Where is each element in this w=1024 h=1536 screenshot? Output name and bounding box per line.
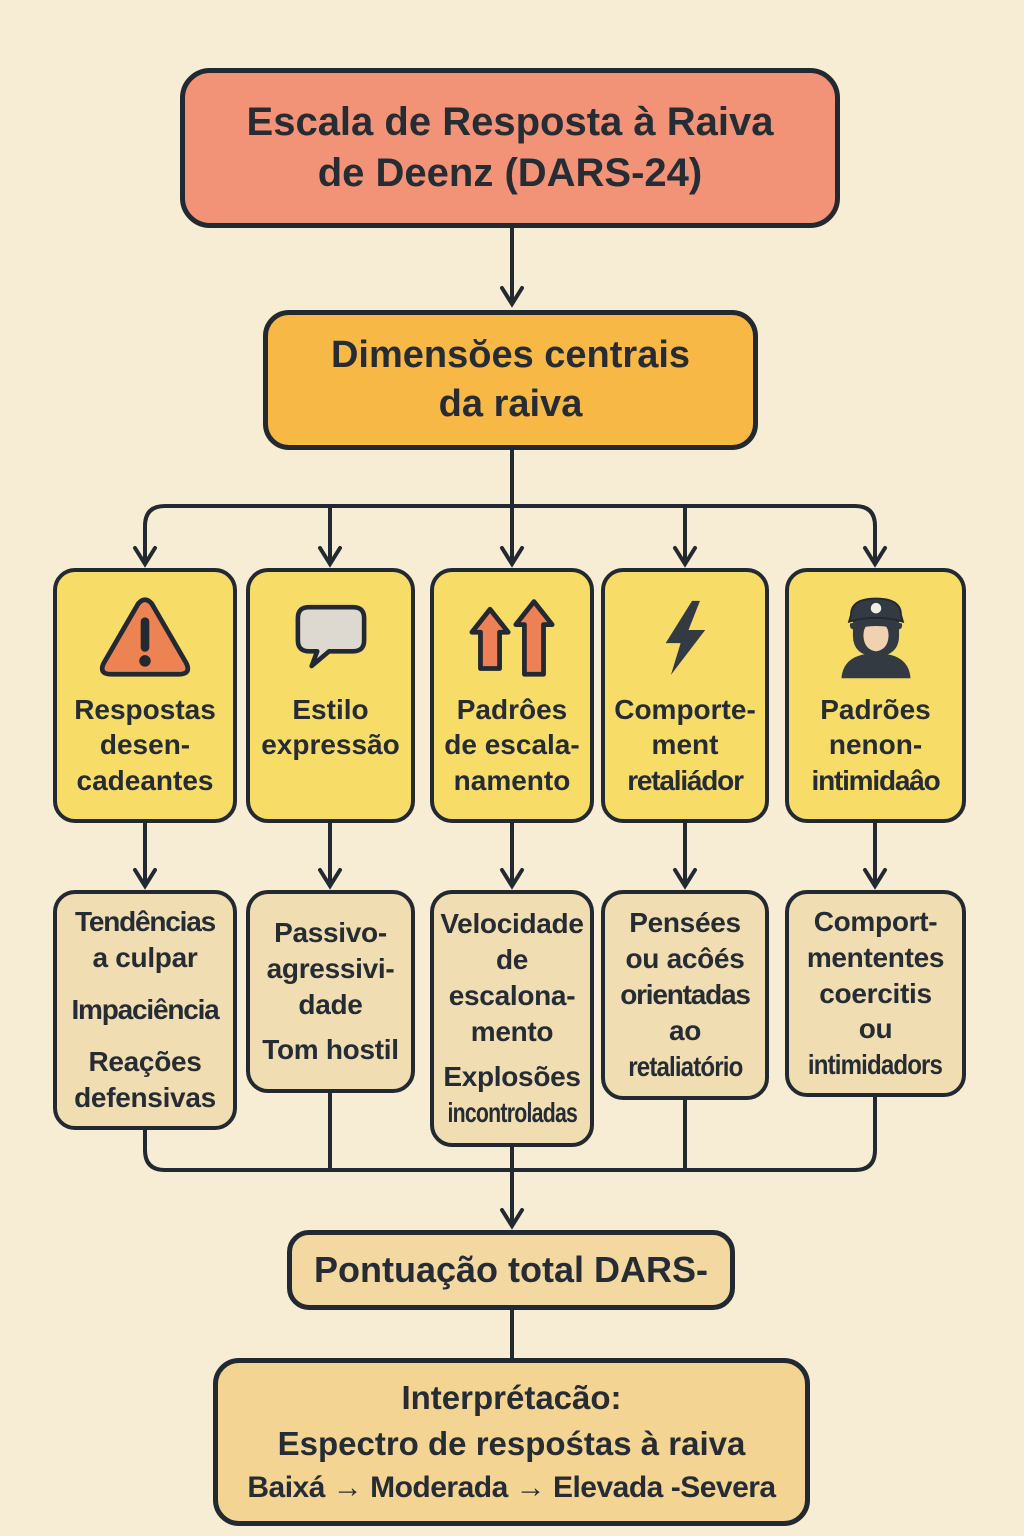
- detail-item: Comport- mententes coercitis ou intimida…: [797, 904, 953, 1083]
- total-score-box: Pontuação total DARS-: [287, 1230, 735, 1310]
- arrowhead: [133, 546, 157, 568]
- detail-line: defensivas: [74, 1081, 216, 1113]
- arrowhead: [500, 868, 524, 890]
- core-dimensions-line: da raiva: [438, 383, 583, 425]
- arrowhead: [673, 546, 697, 568]
- arrowhead: [500, 1208, 524, 1230]
- interpretation-spectrum: Espectro de respośtas à raiva: [277, 1425, 746, 1462]
- category-title-line: intimidaâo: [811, 764, 940, 796]
- arrowhead: [318, 546, 342, 568]
- interpretation-box: Interprétacão: Espectro de respośtas à r…: [213, 1358, 810, 1526]
- connector-lines: [133, 226, 887, 1360]
- detail-item: Tendências a culpar: [75, 904, 216, 976]
- category-title-line: Respostas: [74, 694, 216, 725]
- category-title-line: desen-: [99, 729, 191, 761]
- detail-line: orientadas: [620, 979, 751, 1011]
- detail-item: Tom hostil: [262, 1032, 399, 1068]
- arrowhead: [133, 868, 157, 890]
- arrowhead: [673, 868, 697, 890]
- connector-bus: [143, 504, 877, 562]
- category-box-triggering-responses: Respostas desen- cadeantes: [53, 568, 237, 823]
- category-box-retaliatory-behavior: Comporte- ment retaliádor: [601, 568, 769, 823]
- arrowhead: [318, 868, 342, 890]
- category-title-line: Padrôes: [456, 694, 568, 725]
- speech-bubble-icon: [285, 586, 377, 688]
- category-box-escalation-patterns: Padrôes de escala- namento: [430, 568, 594, 823]
- category-title-line: nenon-: [828, 729, 923, 761]
- detail-line: Velocidade: [440, 908, 584, 940]
- warning-triangle-icon: [97, 586, 193, 688]
- detail-line: mententes: [806, 941, 945, 973]
- category-title-line: ment: [651, 729, 719, 761]
- category-title-line: expressão: [261, 729, 400, 761]
- arrowhead: [500, 546, 524, 568]
- category-title-line: Comporte-: [614, 694, 756, 725]
- detail-line: coercitis: [819, 977, 932, 1009]
- category-title-line: Estilo: [292, 694, 369, 725]
- detail-line: ao: [668, 1014, 702, 1046]
- category-box-expression-style: Estilo expressão: [246, 568, 415, 823]
- category-title-line: de escala-: [444, 729, 580, 761]
- scale-title-box: Escala de Resposta à Raiva de Deenz (DAR…: [180, 68, 840, 228]
- detail-line: intimidadors: [808, 1049, 943, 1081]
- arrowhead: [500, 286, 524, 308]
- arrowhead: [863, 868, 887, 890]
- detail-line: Comport-: [813, 905, 938, 937]
- detail-item: Explosões incontroladas: [434, 1059, 590, 1131]
- detail-line: Impaciência: [71, 994, 219, 1026]
- detail-line: agressivi-: [266, 952, 395, 984]
- double-up-arrows-icon: [464, 586, 560, 688]
- detail-line: Tendências: [75, 906, 216, 938]
- category-title-line: cadeantes: [76, 764, 214, 796]
- detail-line: Tom hostil: [262, 1034, 399, 1066]
- detail-line: retaliatório: [627, 1050, 743, 1082]
- core-dimensions-box: Dimensŏes centrais da raiva: [263, 310, 758, 450]
- arrowhead: [863, 546, 887, 568]
- detail-item: Reações defensivas: [74, 1044, 216, 1116]
- detail-line: incontroladas: [447, 1097, 577, 1129]
- detail-line: Pensées: [629, 907, 741, 939]
- detail-item: Velocidade de escalona- mento: [440, 906, 584, 1049]
- category-box-intimidation-patterns: Padrões nenon- intimidaâo: [785, 568, 966, 823]
- detail-line: Passivo-: [274, 916, 387, 948]
- interpretation-title: Interprétacão:: [401, 1378, 622, 1416]
- police-officer-icon: [828, 586, 924, 688]
- core-dimensions-line: Dimensŏes centrais: [330, 334, 691, 377]
- detail-item: Pensées ou acôés orientadas ao retaliató…: [619, 905, 752, 1084]
- lightning-bolt-icon: [641, 586, 729, 688]
- detail-line: dade: [298, 988, 363, 1020]
- category-title-line: Padrões: [820, 694, 931, 725]
- detail-box-retaliatory-behavior: Pensées ou acôés orientadas ao retaliató…: [601, 890, 769, 1100]
- detail-box-escalation-patterns: Velocidade de escalona- mento Explosões …: [430, 890, 594, 1147]
- scale-title-line: de Deenz (DARS-24): [317, 151, 703, 195]
- detail-line: Reações: [88, 1045, 202, 1077]
- detail-item: Impaciência: [71, 992, 219, 1028]
- detail-box-expression-style: Passivo- agressivi- dade Tom hostil: [246, 890, 415, 1093]
- interpretation-levels: Baixá → Moderada → Elevada -Severa: [247, 1471, 776, 1505]
- category-title-line: retaliádor: [627, 764, 744, 796]
- detail-item: Passivo- agressivi- dade: [267, 915, 395, 1022]
- detail-line: de: [495, 943, 529, 975]
- detail-line: a culpar: [92, 942, 198, 974]
- scale-title-line: Escala de Resposta à Raiva: [246, 99, 774, 144]
- detail-line: mento: [470, 1015, 554, 1047]
- category-title-line: namento: [453, 764, 571, 796]
- detail-line: Explosões: [443, 1061, 581, 1093]
- detail-line: ou: [858, 1013, 893, 1045]
- detail-box-triggering-responses: Tendências a culpar Impaciência Reações …: [53, 890, 237, 1130]
- detail-box-intimidation-patterns: Comport- mententes coercitis ou intimida…: [785, 890, 966, 1097]
- detail-line: escalona-: [448, 979, 576, 1011]
- total-score-label: Pontuação total DARS-: [313, 1249, 708, 1290]
- detail-line: ou acôés: [625, 943, 745, 975]
